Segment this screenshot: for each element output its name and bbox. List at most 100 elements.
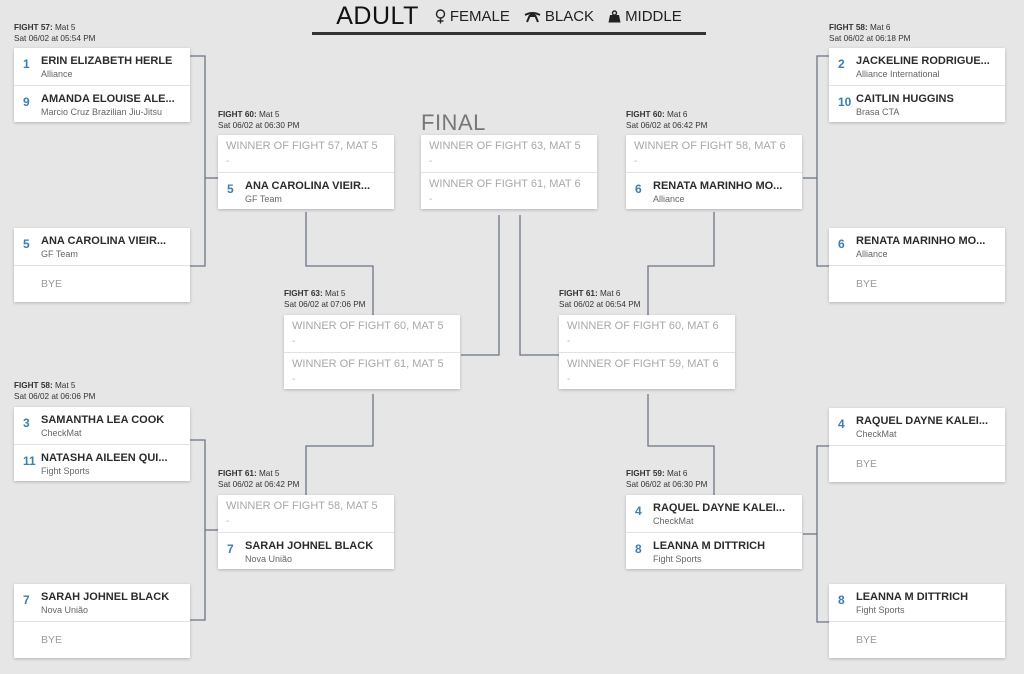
pending-slot[interactable]: WINNER OF FIGHT 60, MAT 6-	[559, 315, 735, 352]
division-title: ADULT	[336, 1, 419, 30]
competitor-name[interactable]: RENATA MARINHO MO...	[856, 235, 986, 247]
fight-info-61-mat5: FIGHT 61: Mat 5 Sat 06/02 at 06:42 PM	[218, 468, 299, 490]
weight-icon	[608, 9, 621, 22]
competitor-name[interactable]: ERIN ELIZABETH HERLE	[41, 55, 173, 67]
competitor-name[interactable]: ANA CAROLINA VIEIR...	[245, 180, 371, 192]
team-name: CheckMat	[41, 428, 82, 438]
competitor-name[interactable]: RAQUEL DAYNE KALEI...	[856, 415, 989, 427]
pending-slot[interactable]: WINNER OF FIGHT 58, MAT 5 -	[218, 495, 394, 532]
competitor-slot[interactable]: 10 CAITLIN HUGGINS Brasa CTA	[829, 85, 1005, 122]
seed-number: 4	[635, 504, 642, 518]
fight-time: Sat 06/02 at 06:30 PM	[626, 480, 708, 489]
team-name: GF Team	[245, 194, 282, 204]
competitor-slot[interactable]: 7 SARAH JOHNEL BLACK Nova União	[14, 584, 190, 621]
match-card-fight63-mat5[interactable]: WINNER OF FIGHT 60, MAT 5-WINNER OF FIGH…	[284, 315, 460, 389]
match-card-fight61-mat6[interactable]: WINNER OF FIGHT 60, MAT 6-WINNER OF FIGH…	[559, 315, 735, 389]
mat-number: Mat 5	[54, 381, 76, 390]
competitor-name[interactable]: SAMANTHA LEA COOK	[41, 414, 165, 426]
pending-slot[interactable]: WINNER OF FIGHT 63, MAT 5-	[421, 135, 597, 172]
pending-winner-text: WINNER OF FIGHT 60, MAT 5	[292, 320, 444, 332]
fight-info-60-mat5: FIGHT 60: Mat 5 Sat 06/02 at 06:30 PM	[218, 109, 299, 131]
pending-winner-text: WINNER OF FIGHT 58, MAT 6	[634, 140, 786, 152]
team-name: Alliance	[856, 249, 888, 259]
competitor-name[interactable]: CAITLIN HUGGINS	[856, 93, 954, 105]
competitor-name[interactable]: RAQUEL DAYNE KALEI...	[653, 502, 786, 514]
bye-slot: BYE	[14, 265, 190, 302]
pending-slot[interactable]: WINNER OF FIGHT 61, MAT 6-	[421, 172, 597, 209]
seed-number: 11	[23, 454, 36, 468]
pending-placeholder: -	[292, 374, 296, 385]
pending-winner-text: WINNER OF FIGHT 57, MAT 5	[226, 140, 378, 152]
team-name: Brasa CTA	[856, 107, 900, 117]
competitor-slot[interactable]: 1 ERIN ELIZABETH HERLE Alliance	[14, 48, 190, 85]
pending-placeholder: -	[634, 156, 638, 167]
competitor-name[interactable]: SARAH JOHNEL BLACK	[41, 591, 170, 603]
fight-info-60-mat6: FIGHT 60: Mat 6 Sat 06/02 at 06:42 PM	[626, 109, 707, 131]
bye-label: BYE	[856, 458, 878, 470]
competitor-name[interactable]: NATASHA AILEEN QUI...	[41, 452, 168, 464]
pending-slot[interactable]: WINNER OF FIGHT 61, MAT 5-	[284, 352, 460, 389]
pending-slot[interactable]: WINNER OF FIGHT 57, MAT 5-	[218, 135, 394, 172]
competitor-name[interactable]: JACKELINE RODRIGUE...	[856, 55, 990, 67]
fight-info-57-mat5: FIGHT 57: Mat 5 Sat 06/02 at 05:54 PM	[14, 22, 95, 44]
competitor-name[interactable]: LEANNA M DITTRICH	[653, 540, 766, 552]
competitor-name[interactable]: SARAH JOHNEL BLACK	[245, 540, 374, 552]
bye-label: BYE	[856, 634, 878, 646]
bye-slot: BYE	[829, 445, 1005, 482]
pending-slot[interactable]: WINNER OF FIGHT 60, MAT 5-	[284, 315, 460, 352]
team-name: CheckMat	[856, 429, 897, 439]
competitor-name[interactable]: AMANDA ELOUISE ALE...	[41, 93, 175, 105]
pending-winner-text: WINNER OF FIGHT 63, MAT 5	[429, 140, 581, 152]
pending-winner-text: WINNER OF FIGHT 58, MAT 5	[226, 500, 378, 512]
pending-placeholder: -	[567, 374, 571, 385]
bye-label: BYE	[41, 278, 63, 290]
pending-slot[interactable]: WINNER OF FIGHT 59, MAT 6-	[559, 352, 735, 389]
competitor-name[interactable]: ANA CAROLINA VIEIR...	[41, 235, 167, 247]
fight-time: Sat 06/02 at 06:42 PM	[218, 480, 300, 489]
seed-number: 10	[838, 95, 852, 109]
mat-number: Mat 6	[869, 23, 891, 32]
fight-info-61-mat6: FIGHT 61: Mat 6 Sat 06/02 at 06:54 PM	[559, 288, 640, 310]
fight-number: FIGHT 60:	[626, 110, 665, 119]
competitor-name[interactable]: LEANNA M DITTRICH	[856, 591, 969, 603]
pending-slot[interactable]: WINNER OF FIGHT 58, MAT 6 -	[626, 135, 802, 172]
seed-number: 1	[23, 57, 30, 71]
seed-number: 6	[838, 237, 845, 251]
weight-tag: MIDDLE	[608, 8, 682, 25]
seed-number: 7	[23, 593, 30, 607]
fight-time: Sat 06/02 at 06:06 PM	[14, 392, 96, 401]
team-name: Alliance	[41, 69, 73, 79]
competitor-slot[interactable]: 6 RENATA MARINHO MO... Alliance	[829, 228, 1005, 265]
pending-placeholder: -	[226, 516, 230, 527]
pending-winner-text: WINNER OF FIGHT 60, MAT 6	[567, 320, 719, 332]
competitor-name[interactable]: RENATA MARINHO MO...	[653, 180, 783, 192]
team-name: Nova União	[41, 605, 89, 615]
match-card-final[interactable]: WINNER OF FIGHT 63, MAT 5-WINNER OF FIGH…	[421, 135, 597, 209]
seed-number: 8	[635, 542, 642, 556]
team-name: Nova União	[245, 554, 293, 564]
